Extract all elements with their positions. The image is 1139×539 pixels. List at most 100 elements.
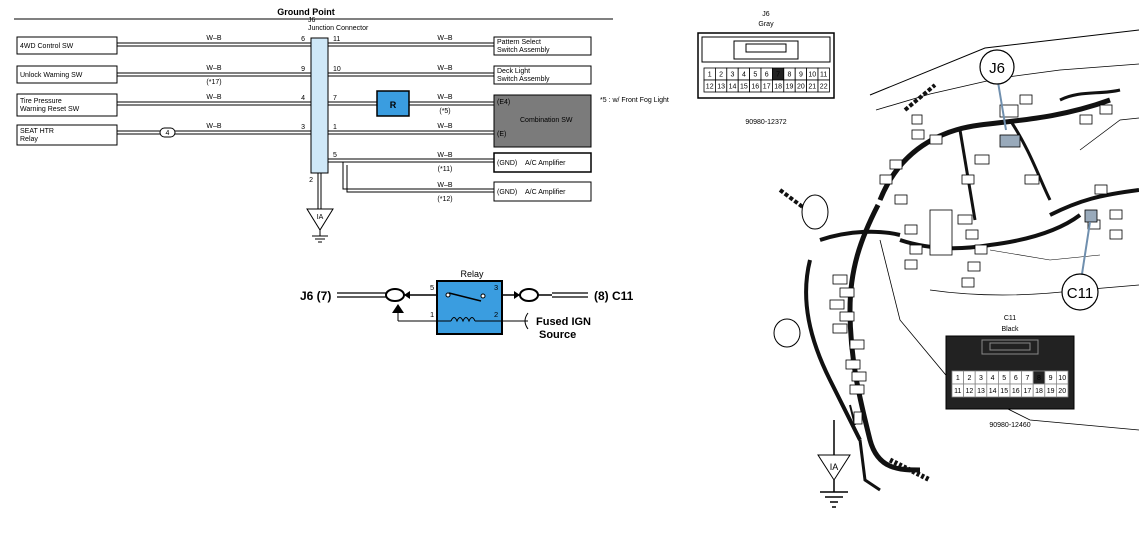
inline-connector (159, 127, 176, 138)
part-number: 90980-12372 (745, 119, 786, 126)
right-wire-1: 1 W–B (E) (328, 123, 506, 138)
pin-number: 8 (1037, 375, 1041, 382)
junction-connector-j6 (310, 37, 329, 174)
pin-number: 3 (731, 72, 735, 79)
harness-ground-label: IA (830, 462, 839, 472)
wire-color: W–B (437, 35, 453, 42)
wire-color: W–B (437, 65, 453, 72)
component-pin-label: (E4) (497, 99, 510, 106)
pin-number: 1 (708, 72, 712, 79)
pin-number: 6 (301, 36, 305, 43)
component-label-line2: Switch Assembly (497, 76, 550, 83)
pin-number: 21 (808, 84, 816, 91)
pin-number: 3 (979, 375, 983, 382)
left-component-label: Unlock Warning SW (20, 72, 83, 79)
junction-connector-label: Junction Connector (308, 25, 369, 32)
schematic-title: Ground Point (277, 7, 335, 17)
pin-number: 6 (1014, 375, 1018, 382)
pin-number: 7 (1025, 375, 1029, 382)
fused-ign-label: Fused IGN (536, 316, 591, 328)
relay-diagram: Relay J6 (7) (8) C11 5 3 1 2 Fused IGN S… (300, 269, 634, 341)
pin-number: 11 (333, 36, 340, 43)
right-wire-5: 5 W–B (*11) (GND) A/C Amplifier (328, 152, 592, 173)
pin-number: 4 (301, 95, 305, 102)
combination-switch (493, 94, 592, 148)
wire-color: W–B (206, 65, 222, 72)
component-pin-label: (E) (497, 131, 506, 138)
pin-number: 17 (763, 84, 771, 91)
pin-number: 7 (776, 72, 780, 79)
pin-number: 9 (301, 66, 305, 73)
connector-id: J6 (762, 11, 770, 18)
left-component-seat-htr: SEAT HTR Relay 4 W–B 3 (16, 123, 311, 146)
component-prefix: (GND) (497, 160, 517, 167)
left-component-tire: Tire Pressure Warning Reset SW W–B 4 (16, 93, 311, 117)
pin-number: 1 (956, 375, 960, 382)
pin-number: 14 (729, 84, 737, 91)
pin-number: 15 (740, 84, 748, 91)
pin-number: 15 (1000, 388, 1008, 395)
wire-color: W–B (437, 152, 453, 159)
wire-color: W–B (206, 123, 222, 130)
variant-code: (*5) (439, 108, 450, 115)
wire-color: W–B (437, 94, 453, 101)
variant-code: (*11) (438, 166, 453, 173)
left-component-4wd: 4WD Control SW W–B 6 (16, 35, 311, 55)
inline-connector-number: 4 (166, 130, 170, 137)
variant-code: (*17) (206, 79, 221, 86)
pin-number: 14 (989, 388, 997, 395)
pin-number: 3 (301, 124, 305, 131)
pin-number: 4 (991, 375, 995, 382)
right-wire-branch: W–B (*12) (GND) A/C Amplifier (342, 162, 592, 203)
pin-number: 5 (1002, 375, 1006, 382)
wire-color: W–B (437, 182, 453, 189)
pin-number: 10 (333, 66, 341, 73)
relay-pin: 1 (430, 310, 434, 319)
left-component-label-line1: Tire Pressure (20, 98, 62, 105)
pin-number: 2 (309, 177, 313, 184)
pin-number: 5 (333, 152, 337, 159)
pin-cell (817, 79, 830, 93)
component-label: A/C Amplifier (525, 160, 566, 167)
variant-code: (*12) (437, 196, 452, 203)
pin-number: 10 (808, 72, 816, 79)
relay-pin: 2 (494, 310, 498, 319)
pin-number: 19 (786, 84, 794, 91)
callout-c11: C11 (1067, 285, 1093, 302)
pin-number: 22 (820, 84, 828, 91)
pin-number: 12 (706, 84, 714, 91)
pin-number: 9 (799, 72, 803, 79)
footnote: *5 : w/ Front Fog Light (600, 97, 669, 104)
pin-number: 20 (1058, 388, 1066, 395)
source-label: Source (539, 329, 576, 341)
pin-number: 12 (966, 388, 974, 395)
relay-pin: 3 (494, 283, 498, 292)
pin-number: 17 (1024, 388, 1032, 395)
pin-number: 8 (788, 72, 792, 79)
combination-switch-label: Combination SW (520, 117, 573, 124)
pin-number: 6 (765, 72, 769, 79)
pin-number: 10 (1058, 375, 1066, 382)
pin-number: 5 (753, 72, 757, 79)
right-wire-10: 10 W–B Deck Light Switch Assembly (328, 65, 592, 85)
pin-number: 20 (797, 84, 805, 91)
pin-number: 1 (333, 124, 337, 131)
pin-cell (1056, 383, 1069, 398)
pin-number: 11 (820, 72, 827, 79)
pin-number: 13 (977, 388, 985, 395)
wire-color: W–B (437, 123, 453, 130)
harness-illustration: J6 C11 IA (773, 29, 1139, 508)
connector-id: C11 (1004, 315, 1016, 322)
component-label-line2: Switch Assembly (497, 47, 550, 54)
relay-pin: 5 (430, 283, 434, 292)
connector-color: Black (1001, 326, 1019, 333)
pin-number: 7 (333, 95, 337, 102)
pin-number: 2 (967, 375, 971, 382)
part-number: 90980-12460 (989, 422, 1030, 429)
component-prefix: (GND) (497, 189, 517, 196)
pin-number: 19 (1047, 388, 1055, 395)
